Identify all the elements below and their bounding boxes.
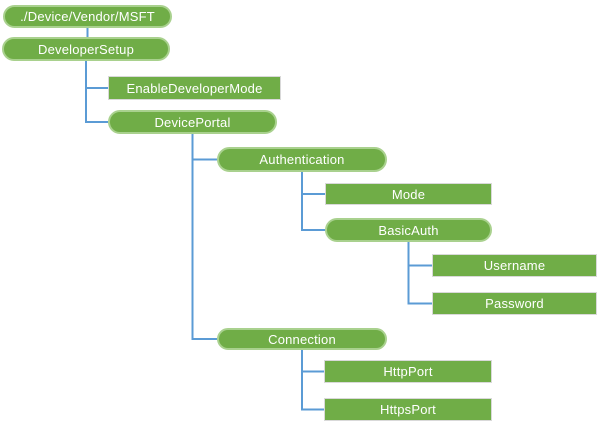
tree-node-username: Username — [432, 254, 597, 277]
tree-node-http-port: HttpPort — [324, 360, 492, 383]
connector-basic-auth — [301, 172, 325, 231]
tree-node-device-portal: DevicePortal — [108, 110, 277, 134]
tree-node-enable-developer-mode: EnableDeveloperMode — [108, 76, 281, 100]
connector-connection — [191, 134, 217, 340]
tree-node-https-port: HttpsPort — [324, 398, 492, 421]
tree-node-password: Password — [432, 292, 597, 315]
tree-node-root: ./Device/Vendor/MSFT — [3, 5, 172, 28]
tree-node-authentication: Authentication — [217, 147, 387, 172]
tree-node-mode: Mode — [325, 183, 492, 205]
tree-node-connection: Connection — [217, 328, 387, 350]
connector-device-portal — [85, 61, 108, 123]
tree-node-basic-auth: BasicAuth — [325, 218, 492, 242]
connector-password — [407, 242, 432, 305]
tree-node-developer-setup: DeveloperSetup — [2, 37, 170, 61]
connector-https-port — [301, 350, 324, 411]
